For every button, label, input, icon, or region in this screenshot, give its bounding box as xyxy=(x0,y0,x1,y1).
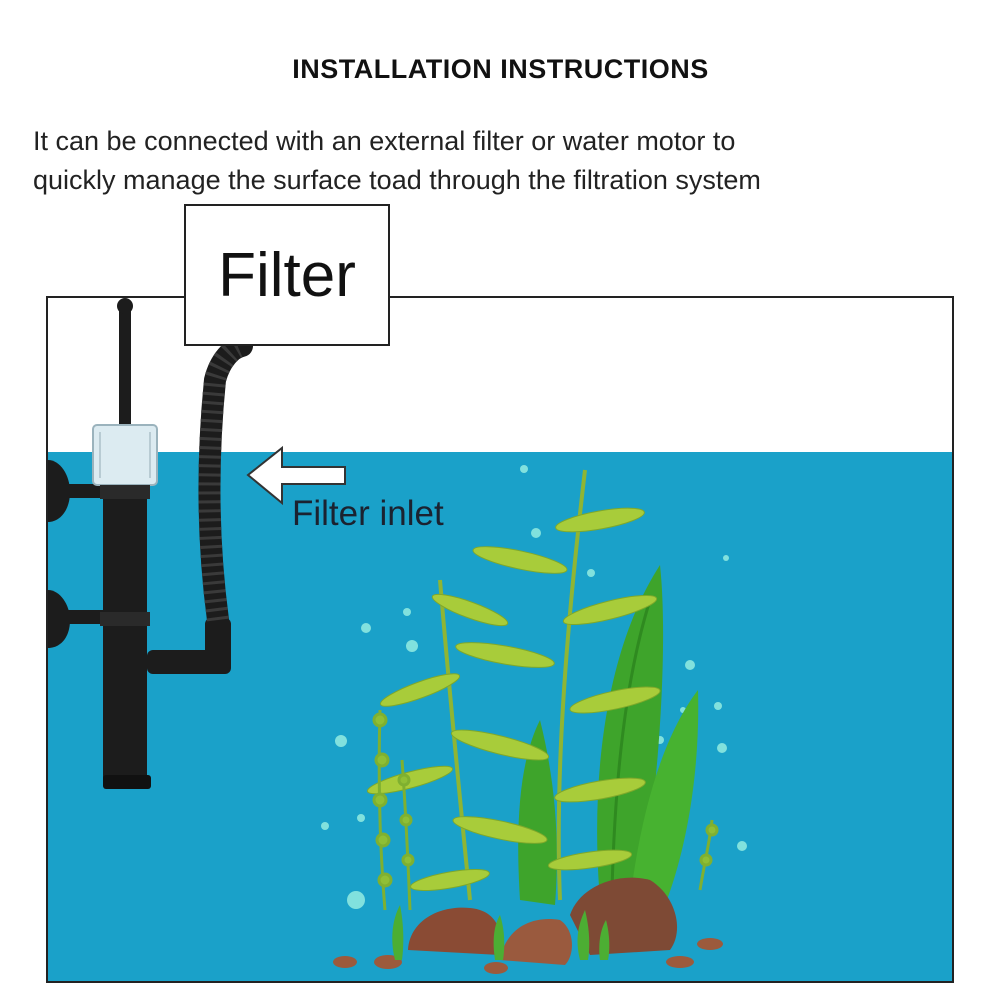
plant-tall-blades xyxy=(518,565,699,905)
aquarium-water xyxy=(48,452,952,981)
inlet-arrow-icon xyxy=(246,445,346,506)
plant-wavy xyxy=(366,469,661,901)
filter-label-box: Filter xyxy=(184,204,390,346)
filter-inlet-label: Filter inlet xyxy=(292,494,444,533)
skimmer-device xyxy=(48,298,253,789)
plant-stems xyxy=(372,709,719,911)
bubbles xyxy=(321,465,747,909)
page-title: INSTALLATION INSTRUCTIONS xyxy=(292,54,709,84)
description-line-2: quickly manage the surface toad through … xyxy=(33,165,761,195)
description: It can be connected with an external fil… xyxy=(33,122,973,200)
filter-label: Filter xyxy=(218,240,356,310)
description-line-1: It can be connected with an external fil… xyxy=(33,126,736,156)
plant-grass xyxy=(392,905,610,960)
rocks xyxy=(333,877,723,974)
